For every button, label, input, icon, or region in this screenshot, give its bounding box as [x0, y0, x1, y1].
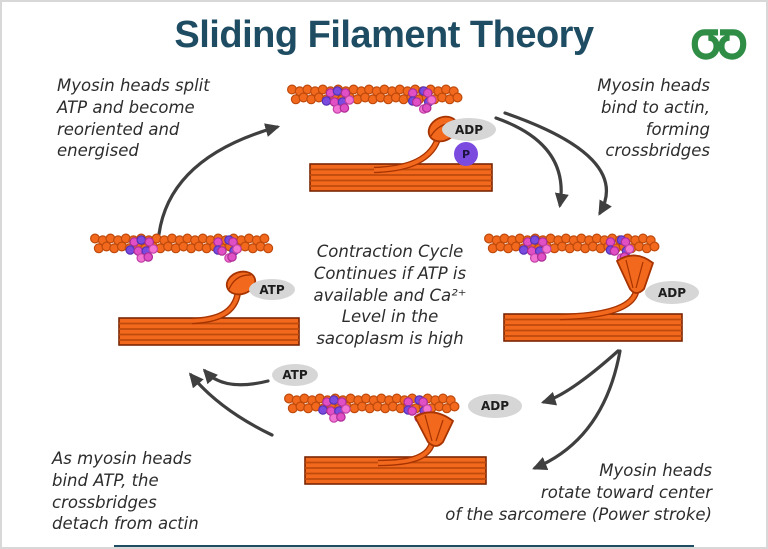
actin-bead: [452, 92, 463, 103]
phosphate-badge-top: P: [454, 142, 478, 166]
annotation-detach: As myosin heads bind ATP, the crossbridg…: [52, 449, 199, 534]
actin-bead: [418, 397, 428, 407]
actin-bead: [536, 252, 547, 262]
actin-bead: [143, 252, 154, 262]
actin-filament: [287, 84, 463, 114]
actin-bead: [213, 237, 223, 247]
actin-bead: [537, 237, 548, 247]
actin-bead: [318, 405, 328, 415]
myosin-head: [413, 411, 455, 447]
arrow-top-to-right-inner: [494, 116, 569, 209]
actin-bead: [341, 404, 351, 414]
actin-bead: [340, 88, 351, 98]
actin-bead: [144, 237, 155, 247]
arrow-left-to-top: [157, 123, 281, 236]
actin-bead: [624, 244, 635, 254]
actin-bead: [217, 246, 227, 256]
atp-badge-bottom: ATP: [272, 364, 318, 386]
annotation-atp-split: Myosin heads split ATP and become reorie…: [57, 76, 210, 161]
arrow-right-to-adp: [540, 349, 620, 406]
adp-badge-top: ADP: [442, 118, 496, 141]
actin-bead: [136, 235, 147, 245]
actin-bead: [336, 412, 346, 422]
actin-bead: [609, 246, 620, 256]
atp-badge-left: ATP: [249, 279, 295, 300]
arrow-atp-to-left: [202, 368, 270, 387]
actin-bead: [227, 252, 237, 262]
arrow-right-to-bottom: [532, 349, 622, 471]
actin-bead: [421, 103, 432, 113]
actin-bead: [259, 233, 270, 244]
stage-top-diagram: [287, 84, 493, 192]
adp-badge-right: ADP: [645, 281, 699, 304]
myosin-neck: [373, 134, 441, 172]
actin-bead: [518, 245, 529, 255]
actin-bead: [403, 397, 413, 407]
actin-bead: [541, 244, 552, 254]
actin-bead: [329, 395, 339, 405]
annotation-power-stroke: Myosin heads rotate toward center of the…: [445, 461, 712, 524]
geeksforgeeks-logo-icon: [691, 29, 747, 60]
footer-accent-strip: [114, 545, 694, 547]
actin-bead: [125, 245, 136, 255]
actin-bead: [228, 237, 238, 247]
arrow-bottom-to-left: [188, 372, 274, 437]
actin-bead: [422, 88, 433, 98]
actin-bead: [332, 86, 343, 96]
myosin-neck: [559, 291, 638, 319]
actin-bead: [407, 406, 417, 416]
annotation-crossbridge-formation: Myosin heads bind to actin, forming cros…: [597, 76, 710, 161]
actin-bead: [337, 397, 347, 407]
actin-bead: [620, 237, 631, 247]
actin-bead: [407, 88, 418, 98]
actin-bead: [411, 97, 422, 107]
annotation-cycle-condition: Contraction Cycle Continues if ATP is av…: [313, 242, 467, 349]
actin-filament: [284, 393, 460, 423]
stage-right-diagram: [484, 233, 683, 342]
myosin-thick-filament: [503, 313, 683, 342]
actin-bead: [649, 241, 660, 252]
actin-bead: [148, 244, 159, 254]
myosin-head: [615, 254, 655, 294]
cycle-arrows: [157, 111, 622, 471]
page-title: Sliding Filament Theory: [174, 14, 594, 56]
stage-bottom-diagram: [284, 393, 487, 485]
actin-bead: [449, 401, 460, 412]
stage-left-diagram: [89, 233, 300, 346]
arrow-top-to-right-outer: [503, 111, 612, 216]
myosin-thick-filament: [118, 317, 300, 346]
actin-bead: [232, 244, 242, 254]
actin-bead: [344, 95, 355, 105]
actin-bead: [263, 243, 274, 254]
myosin-neck: [191, 291, 240, 323]
actin-filament: [484, 233, 660, 263]
actin-bead: [339, 103, 350, 113]
actin-bead: [426, 95, 437, 105]
myosin-head: [225, 270, 257, 296]
actin-bead: [605, 237, 616, 247]
adp-badge-bottom: ADP: [468, 394, 522, 418]
myosin-neck: [377, 442, 434, 465]
actin-bead: [529, 235, 540, 245]
actin-bead: [321, 96, 332, 106]
actin-filament: [89, 233, 274, 263]
